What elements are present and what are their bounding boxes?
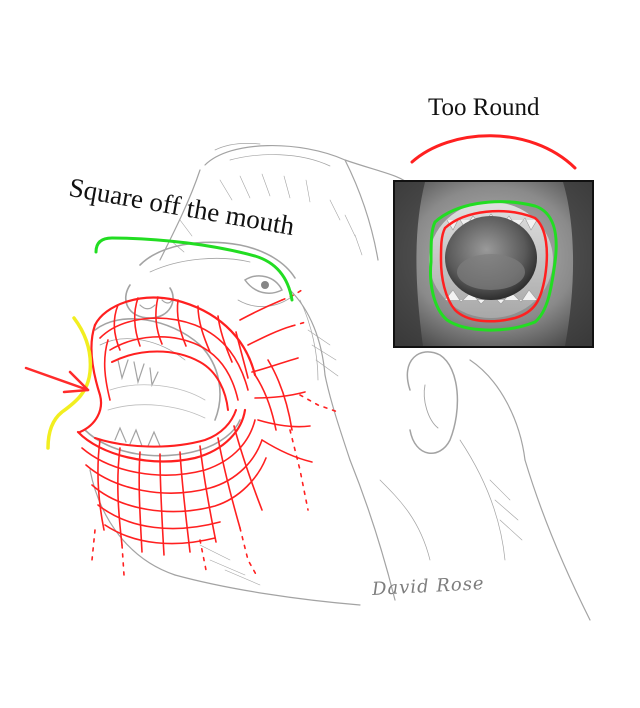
too-round-label: Too Round <box>428 94 540 121</box>
green-brow-line <box>94 236 294 302</box>
too-round-arc <box>410 134 577 170</box>
mouth-wireframe <box>76 289 339 579</box>
mouth-render <box>395 182 592 346</box>
mouth-render-inset <box>393 180 594 348</box>
yellow-profile-line <box>46 316 93 450</box>
pencil-drawing <box>84 142 591 621</box>
arrow-right-icon <box>24 366 90 394</box>
